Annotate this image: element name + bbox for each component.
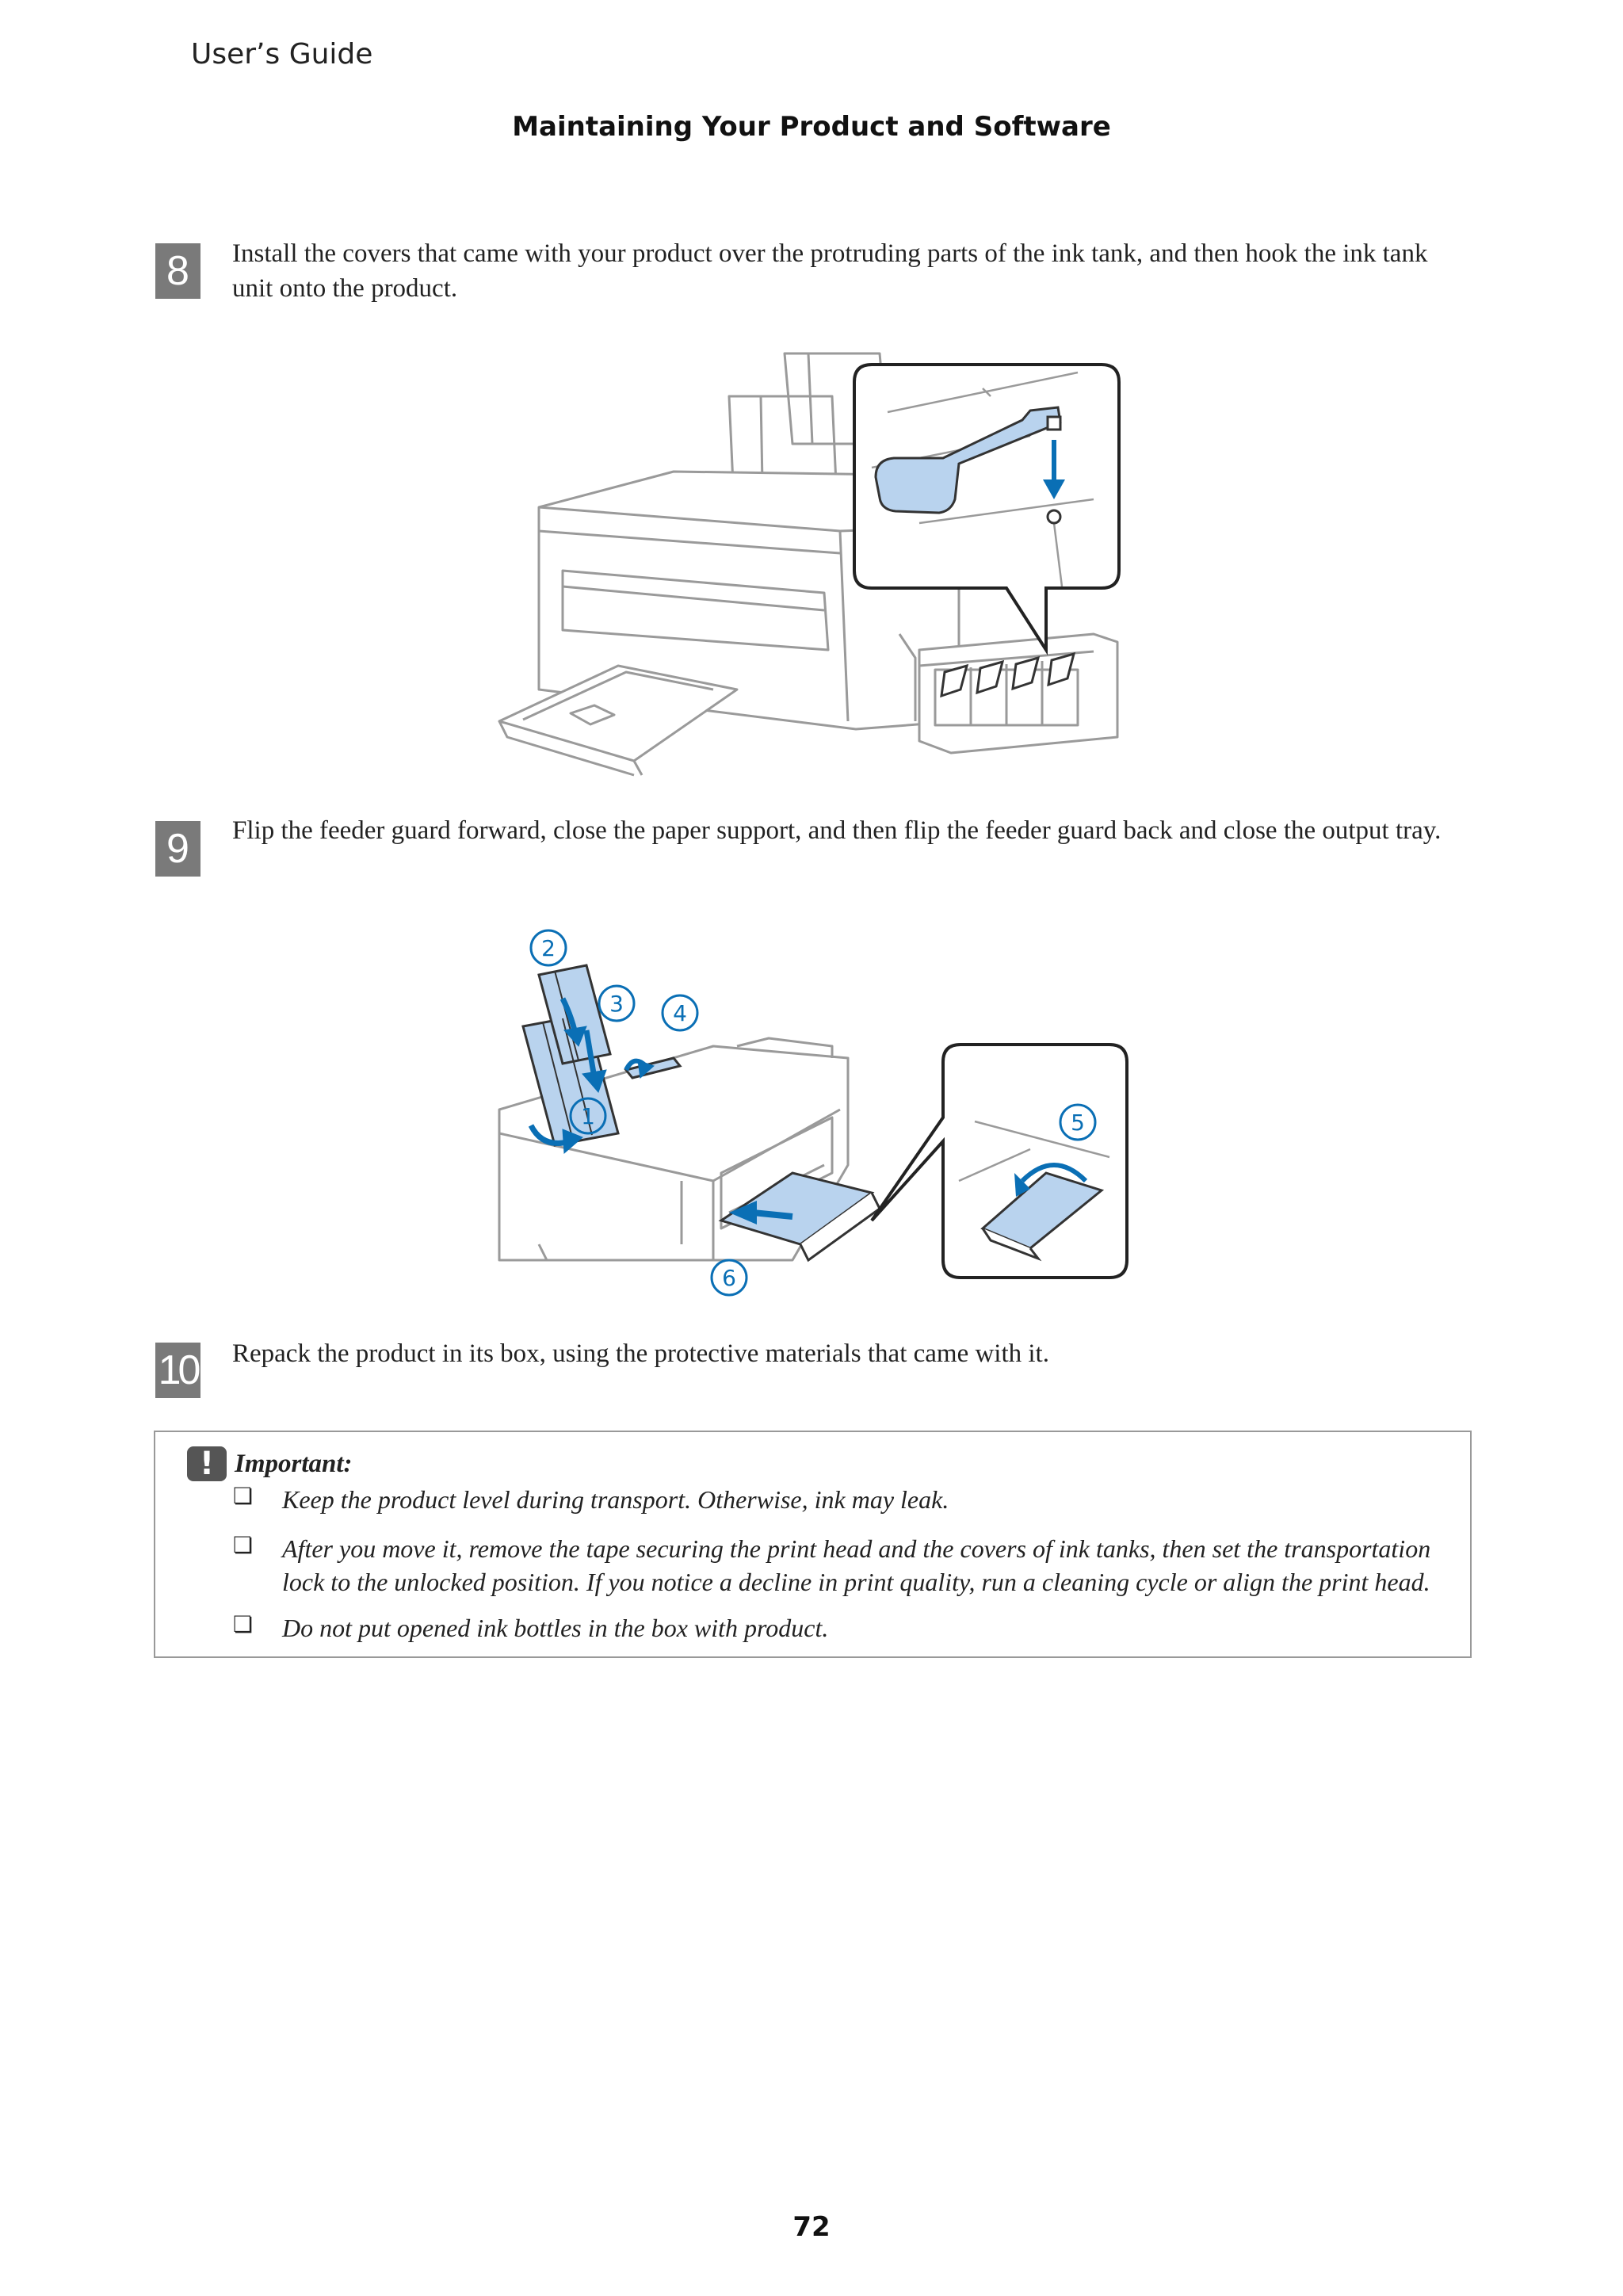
checkbox-bullet-icon: ❏ [233,1483,254,1509]
step-9-text: Flip the feeder guard forward, close the… [232,816,1442,845]
important-item-text: After you move it, remove the tape secur… [282,1534,1431,1596]
step-8-text: Install the covers that came with your p… [232,239,1428,303]
callout-3: 3 [609,991,624,1017]
step-number-10: 10 [155,1343,200,1398]
callout-6: 6 [722,1265,736,1291]
step-number-9: 9 [155,821,200,877]
page-number: 72 [792,2211,831,2243]
callout-4: 4 [673,1000,687,1026]
important-item-text: Keep the product level during transport.… [282,1485,949,1514]
important-title: Important: [235,1450,353,1478]
header-section-title: Maintaining Your Product and Software [512,111,1111,143]
callout-1: 1 [581,1103,595,1129]
step-number-8: 8 [155,243,200,299]
important-item-text: Do not put opened ink bottles in the box… [282,1614,829,1642]
exclamation-icon: ! [187,1446,227,1481]
header-guide-title: User’s Guide [191,38,373,71]
figure-ink-tank-covers [498,352,1121,777]
important-box: ! Important: ❏ Keep the product level du… [154,1431,1472,1658]
step-10-text: Repack the product in its box, using the… [232,1339,1049,1368]
callout-5: 5 [1071,1110,1085,1136]
checkbox-bullet-icon: ❏ [233,1611,254,1637]
callout-2: 2 [541,935,556,961]
figure-feeder-guard: 2 3 4 1 5 6 [498,929,1128,1297]
checkbox-bullet-icon: ❏ [233,1532,254,1558]
